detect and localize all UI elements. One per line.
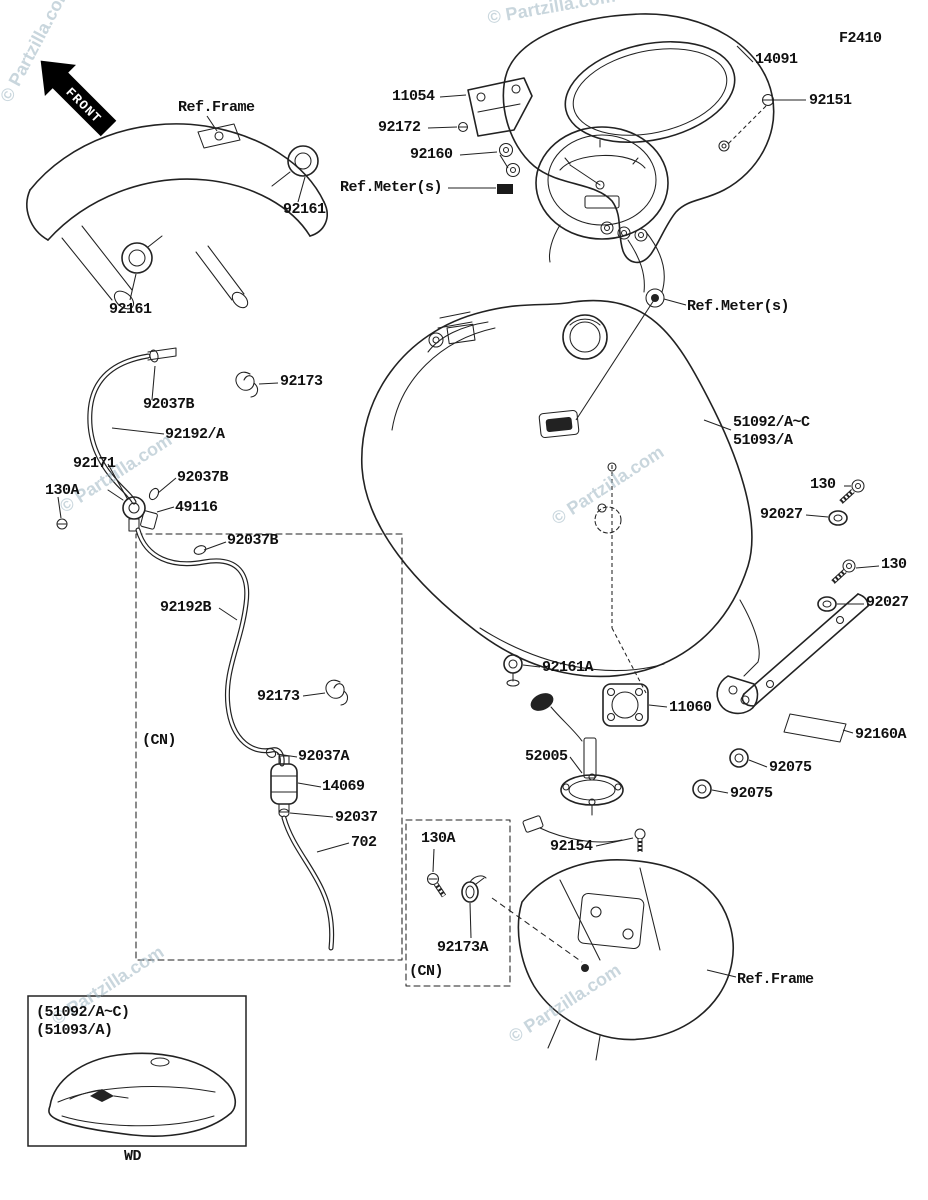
inset-caption-wd: WD — [124, 1148, 142, 1165]
part-label-52005[interactable]: 52005 — [525, 748, 568, 765]
leader-lines — [57, 45, 880, 978]
part-label-92037b-3[interactable]: 92037B — [227, 532, 279, 549]
ref-label-meters-left: Ref.Meter(s) — [340, 179, 443, 196]
part-label-92171[interactable]: 92171 — [73, 455, 116, 472]
cn-dashed-box-bottom — [405, 819, 511, 987]
sensor-wire-92154-icon — [522, 815, 646, 852]
part-label-51092[interactable]: 51092/A~C — [733, 414, 810, 431]
inset-box-art — [27, 995, 247, 1147]
washer-92027-2-icon — [817, 596, 837, 612]
inset-part-line1: (51092/A~C) — [36, 1004, 130, 1021]
fuel-cock-art — [56, 487, 160, 532]
screw-92151-icon — [761, 93, 775, 107]
ref-label-meters-right: Ref.Meter(s) — [687, 298, 790, 315]
filter-14069-icon — [270, 755, 298, 813]
bracket-11054-icon — [467, 77, 533, 137]
part-label-14091[interactable]: 14091 — [755, 51, 798, 68]
bolt-130-2-icon — [831, 559, 856, 584]
part-label-49116[interactable]: 49116 — [175, 499, 218, 516]
part-label-92173a[interactable]: 92173A — [437, 939, 489, 956]
part-label-130-top[interactable]: 130 — [810, 476, 836, 493]
tank-emblem-icon — [69, 1089, 129, 1102]
fuel-pump-art — [503, 654, 649, 852]
part-label-11060[interactable]: 11060 — [669, 699, 712, 716]
filler-cap-icon — [562, 314, 608, 360]
cn-dashed-box-left — [135, 533, 403, 961]
clamp-92173a-icon — [461, 875, 487, 903]
inset-part-line2: (51093/A) — [36, 1022, 113, 1039]
tank-emblem-pad — [538, 409, 580, 439]
grommets-92160-icon — [498, 142, 521, 178]
cn-label-left: (CN) — [142, 732, 177, 749]
part-label-92075-2[interactable]: 92075 — [730, 785, 773, 802]
damper-92075-2-icon — [692, 779, 712, 799]
fuel-gauge-52005-icon — [530, 693, 624, 816]
part-label-92173-top[interactable]: 92173 — [280, 373, 323, 390]
ref-label-frame-bottom: Ref.Frame — [737, 971, 814, 988]
screw-130a-box-icon — [426, 872, 447, 898]
part-label-702[interactable]: 702 — [351, 834, 377, 851]
part-label-92037a[interactable]: 92037A — [298, 748, 350, 765]
part-label-130-2[interactable]: 130 — [881, 556, 907, 573]
part-label-92075-1[interactable]: 92075 — [769, 759, 812, 776]
part-label-51093[interactable]: 51093/A — [733, 432, 793, 449]
rear-bracket-strip — [716, 593, 869, 715]
rear-frame-art — [491, 859, 735, 1061]
knob-92161-left — [121, 235, 163, 274]
part-label-92037b-2[interactable]: 92037B — [177, 469, 229, 486]
part-label-92172[interactable]: 92172 — [378, 119, 421, 136]
knob-92161-right — [271, 145, 319, 187]
cn-label-bottom: (CN) — [409, 963, 444, 980]
part-label-92192b[interactable]: 92192B — [160, 599, 212, 616]
meter-mount-pad — [497, 184, 513, 194]
part-label-130a-box[interactable]: 130A — [421, 830, 456, 847]
screw-92172-icon — [457, 121, 469, 133]
part-label-92160[interactable]: 92160 — [410, 146, 453, 163]
part-label-92161-right[interactable]: 92161 — [283, 201, 326, 218]
clip-92173-top-icon — [235, 371, 259, 398]
part-label-92037b-1[interactable]: 92037B — [143, 396, 195, 413]
part-label-11054[interactable]: 11054 — [392, 88, 435, 105]
part-label-92027-top[interactable]: 92027 — [760, 506, 803, 523]
part-label-92037[interactable]: 92037 — [335, 809, 378, 826]
clip-92173-2-icon — [325, 679, 349, 706]
part-label-92151[interactable]: 92151 — [809, 92, 852, 109]
screw-130a-left-icon — [56, 518, 68, 530]
meter-assembly-art — [457, 13, 775, 421]
damper-92075-1-icon — [729, 748, 749, 768]
bottom-cn-box-art — [405, 819, 511, 987]
gasket-11060-icon — [602, 683, 649, 727]
fuel-tank-art — [361, 299, 760, 694]
ref-label-frame-top: Ref.Frame — [178, 99, 255, 116]
part-label-92027-2[interactable]: 92027 — [866, 594, 909, 611]
front-fender-art — [26, 123, 328, 310]
part-label-92154[interactable]: 92154 — [550, 838, 593, 855]
fuel-hose-art — [135, 527, 403, 961]
part-label-130a-left[interactable]: 130A — [45, 482, 80, 499]
washer-92027-top-icon — [828, 510, 848, 526]
front-arrow-badge: FRONT — [40, 60, 117, 137]
pad-92160a-icon — [783, 713, 847, 743]
part-label-92192a[interactable]: 92192/A — [165, 426, 225, 443]
vent-hose-art — [87, 347, 259, 505]
part-label-14069[interactable]: 14069 — [322, 778, 365, 795]
part-label-92161-left[interactable]: 92161 — [109, 301, 152, 318]
part-label-92173-2[interactable]: 92173 — [257, 688, 300, 705]
part-label-92161a[interactable]: 92161A — [542, 659, 594, 676]
right-fasteners-art — [692, 479, 869, 799]
tank-front-bracket — [427, 311, 489, 353]
damper-92161a-icon — [503, 654, 523, 687]
diagram-code: F2410 — [839, 30, 882, 47]
bolt-130-top-icon — [839, 479, 865, 504]
part-label-92160a[interactable]: 92160A — [855, 726, 907, 743]
